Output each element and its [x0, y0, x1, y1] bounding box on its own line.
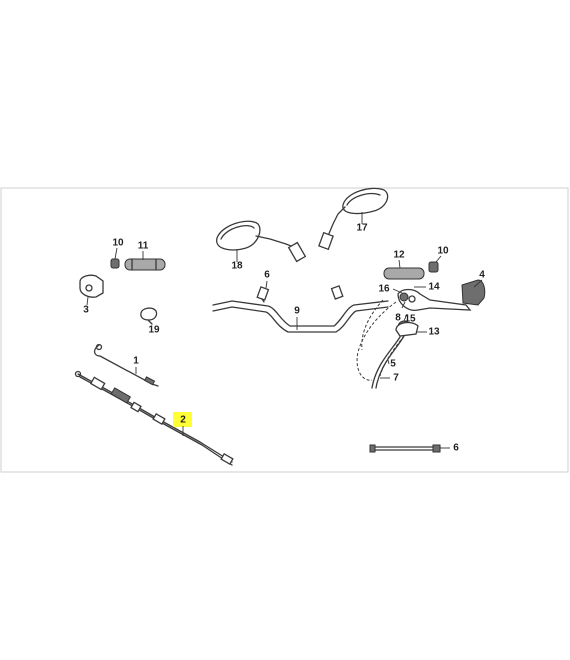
callout-3[interactable]: 3: [83, 305, 89, 316]
leader-5: [387, 359, 390, 365]
brake-cable-routing[interactable]: [356, 299, 405, 389]
handlebar-part[interactable]: [212, 300, 389, 333]
callout-16[interactable]: 16: [378, 284, 390, 295]
leader-6-top: [265, 280, 268, 289]
clutch-cable-part[interactable]: [74, 370, 234, 466]
bolt-part-right[interactable]: [330, 285, 344, 300]
brake-lever-assembly[interactable]: [395, 288, 472, 337]
callout-6-bottom[interactable]: 6: [453, 443, 459, 454]
leader-4: [473, 279, 483, 288]
bolt-part-left[interactable]: [256, 286, 270, 303]
left-switch-part[interactable]: [79, 274, 104, 298]
throttle-cable-part[interactable]: [93, 343, 159, 387]
right-switch-part[interactable]: [461, 279, 486, 306]
callout-8[interactable]: 8: [395, 313, 401, 324]
leader-12: [398, 259, 401, 269]
callout-13[interactable]: 13: [428, 327, 440, 338]
highlight-marker: [173, 412, 192, 427]
callout-14[interactable]: 14: [428, 282, 440, 293]
leader-15: [403, 313, 408, 322]
callout-12[interactable]: 12: [393, 250, 405, 261]
callout-7[interactable]: 7: [393, 373, 399, 384]
callout-10-left[interactable]: 10: [112, 238, 124, 249]
leader-3: [86, 296, 89, 306]
leader-10-left: [114, 247, 118, 260]
callout-9[interactable]: 9: [294, 306, 300, 317]
leader-8: [401, 301, 406, 309]
callout-19[interactable]: 19: [148, 325, 160, 336]
left-grip-part[interactable]: [110, 258, 166, 271]
callout-1[interactable]: 1: [133, 356, 139, 367]
callout-2[interactable]: 2: [180, 415, 186, 426]
right-grip-part[interactable]: [383, 261, 439, 280]
callout-10-right[interactable]: 10: [437, 246, 449, 257]
callout-18[interactable]: 18: [231, 261, 243, 272]
callout-5[interactable]: 5: [390, 359, 396, 370]
leader-10-right: [435, 255, 442, 263]
lower-cable-part[interactable]: [369, 444, 441, 453]
callout-6-top[interactable]: 6: [264, 270, 270, 281]
callout-11[interactable]: 11: [138, 241, 149, 252]
right-mirror-part[interactable]: [318, 187, 389, 251]
diagram-frame: [0, 187, 569, 473]
left-mirror-part[interactable]: [216, 220, 307, 263]
callout-17[interactable]: 17: [356, 223, 368, 234]
lever-clamp-part[interactable]: [140, 307, 158, 325]
callout-15[interactable]: 15: [404, 314, 416, 325]
callout-4[interactable]: 4: [479, 270, 485, 281]
leader-16: [392, 288, 403, 294]
